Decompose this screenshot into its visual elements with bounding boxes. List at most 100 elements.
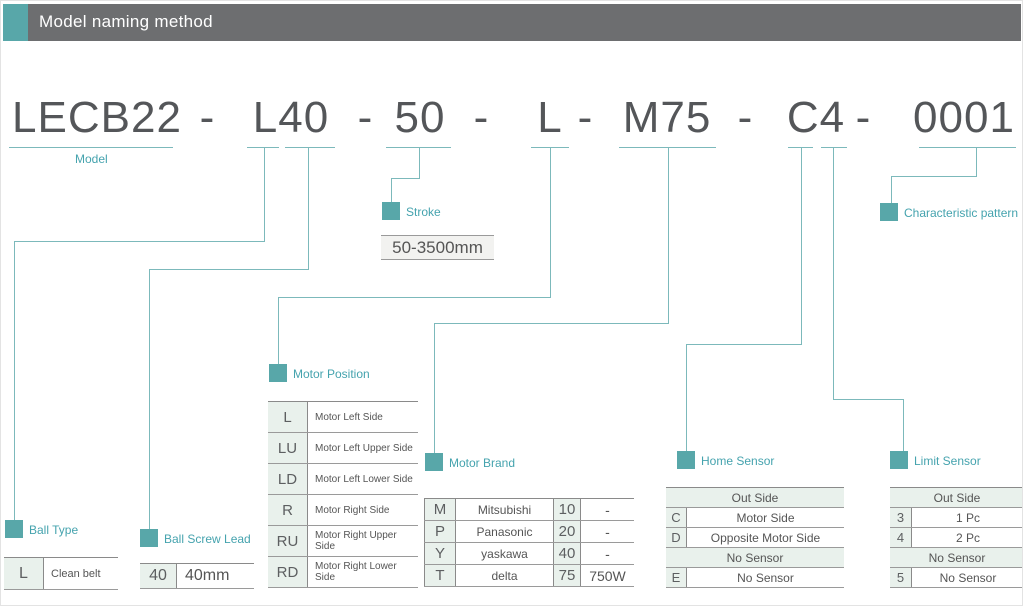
- table-row: L Motor Left Side: [268, 402, 418, 433]
- ball-screw-lead-table: 40 40mm: [140, 563, 254, 589]
- header-accent-square: [3, 4, 28, 41]
- desc-cell: Motor Left Side: [315, 411, 383, 423]
- model-dash: -: [855, 93, 871, 142]
- model-segment-series: LECB22: [12, 93, 182, 142]
- model-dash: -: [199, 93, 215, 142]
- code-cell: 5: [890, 568, 912, 587]
- table-row: Y yaskawa 40 -: [424, 543, 634, 565]
- code-cell: M: [424, 499, 456, 520]
- ball-screw-lead-marker-square: [140, 529, 158, 547]
- limit-sensor-connector: [833, 147, 834, 399]
- motor-brand-label: Motor Brand: [449, 456, 516, 470]
- table-row: 3 1 Pc: [890, 508, 1022, 528]
- underline-motor: [619, 147, 716, 148]
- ball-type-marker-square: [5, 520, 23, 538]
- motor-position-connector: [278, 297, 551, 298]
- underline-stroke: [386, 147, 451, 148]
- table-row: D Opposite Motor Side: [666, 528, 844, 548]
- motor-brand-connector: [434, 323, 435, 453]
- characteristic-pattern-connector: [891, 176, 977, 177]
- model-label: Model: [75, 152, 108, 166]
- table-row: RU Motor Right Upper Side: [268, 526, 418, 557]
- table-row: 4 2 Pc: [890, 528, 1022, 548]
- table-row: 40 40mm: [140, 564, 254, 589]
- underline-series: [9, 147, 173, 148]
- model-dash: -: [357, 93, 373, 142]
- power-code-cell: 10: [554, 499, 581, 520]
- table-row: LU Motor Left Upper Side: [268, 433, 418, 464]
- table-row: L Clean belt: [4, 558, 118, 590]
- table-row: 5 No Sensor: [890, 568, 1022, 588]
- stroke-label: Stroke: [406, 205, 441, 219]
- code-cell: 4: [890, 528, 912, 547]
- home-sensor-label: Home Sensor: [701, 454, 775, 468]
- stroke-connector: [419, 147, 420, 178]
- characteristic-pattern-connector: [891, 176, 892, 203]
- underline-home: [788, 147, 813, 148]
- section-header-bar: [3, 4, 1021, 41]
- home-sensor-marker-square: [677, 451, 695, 469]
- brand-cell: yaskawa: [456, 543, 554, 564]
- model-dash: -: [737, 93, 753, 142]
- ball-type-connector: [264, 147, 265, 241]
- code-cell: D: [666, 528, 687, 547]
- desc-cell: No Sensor: [939, 570, 997, 585]
- power-cell: -: [605, 545, 610, 562]
- stroke-connector: [391, 178, 420, 179]
- desc-cell: Motor Right Lower Side: [315, 561, 397, 583]
- power-code-cell: 20: [554, 521, 581, 542]
- motor-position-table: L Motor Left Side LU Motor Left Upper Si…: [268, 401, 418, 588]
- code-cell: C: [666, 508, 687, 527]
- underline-limit: [821, 147, 847, 148]
- desc-cell: No Sensor: [737, 570, 794, 585]
- model-segment-position-lead: L40: [252, 93, 330, 142]
- desc-cell: 1 Pc: [955, 510, 980, 525]
- code-cell: T: [424, 565, 456, 586]
- model-segment-motor: M75: [622, 93, 712, 142]
- characteristic-pattern-marker-square: [880, 203, 898, 221]
- code-cell: L: [4, 558, 44, 589]
- code-cell: L: [268, 402, 308, 432]
- table-row: C Motor Side: [666, 508, 844, 528]
- stroke-marker-square: [382, 202, 400, 220]
- limit-sensor-label: Limit Sensor: [914, 454, 981, 468]
- table-row: T delta 75 750W: [424, 565, 634, 587]
- power-cell: -: [605, 523, 610, 540]
- section-title: Model naming method: [39, 12, 213, 31]
- characteristic-pattern-connector: [976, 147, 977, 176]
- ball-type-label: Ball Type: [29, 523, 79, 537]
- code-cell: 3: [890, 508, 912, 527]
- ball-type-table: L Clean belt: [4, 557, 118, 590]
- desc-cell: Motor Right Side: [315, 504, 390, 516]
- desc-cell: Opposite Motor Side: [710, 530, 821, 545]
- ball-screw-lead-connector: [149, 269, 309, 270]
- ball-type-connector: [14, 241, 265, 242]
- motor-position-connector: [278, 297, 279, 364]
- ball-screw-lead-connector: [308, 147, 309, 269]
- table-row: RD Motor Right Lower Side: [268, 557, 418, 588]
- motor-position-label: Motor Position: [293, 367, 370, 381]
- brand-cell: Panasonic: [456, 521, 554, 542]
- characteristic-pattern-label: Characteristic pattern: [904, 206, 1019, 220]
- home-sensor-table: Out Side C Motor Side D Opposite Motor S…: [666, 487, 844, 588]
- desc-cell: 40mm: [185, 567, 230, 584]
- motor-position-marker-square: [269, 364, 287, 382]
- limit-sensor-connector: [833, 399, 904, 400]
- limit-sensor-marker-square: [890, 451, 908, 469]
- table-row: P Panasonic 20 -: [424, 521, 634, 543]
- limit-sensor-connector: [903, 399, 904, 451]
- model-segment-ball-type: L: [537, 93, 563, 142]
- code-cell: Y: [424, 543, 456, 564]
- motor-brand-connector: [434, 323, 669, 324]
- table-row: R Motor Right Side: [268, 495, 418, 526]
- desc-cell: Motor Left Lower Side: [315, 473, 413, 485]
- motor-brand-marker-square: [425, 453, 443, 471]
- ball-screw-lead-label: Ball Screw Lead: [164, 532, 251, 546]
- code-cell: RD: [268, 557, 308, 587]
- motor-brand-connector: [668, 147, 669, 323]
- code-cell: RU: [268, 526, 308, 556]
- power-code-cell: 40: [554, 543, 581, 564]
- home-sensor-connector: [801, 147, 802, 344]
- model-segment-stroke: 50: [394, 93, 446, 142]
